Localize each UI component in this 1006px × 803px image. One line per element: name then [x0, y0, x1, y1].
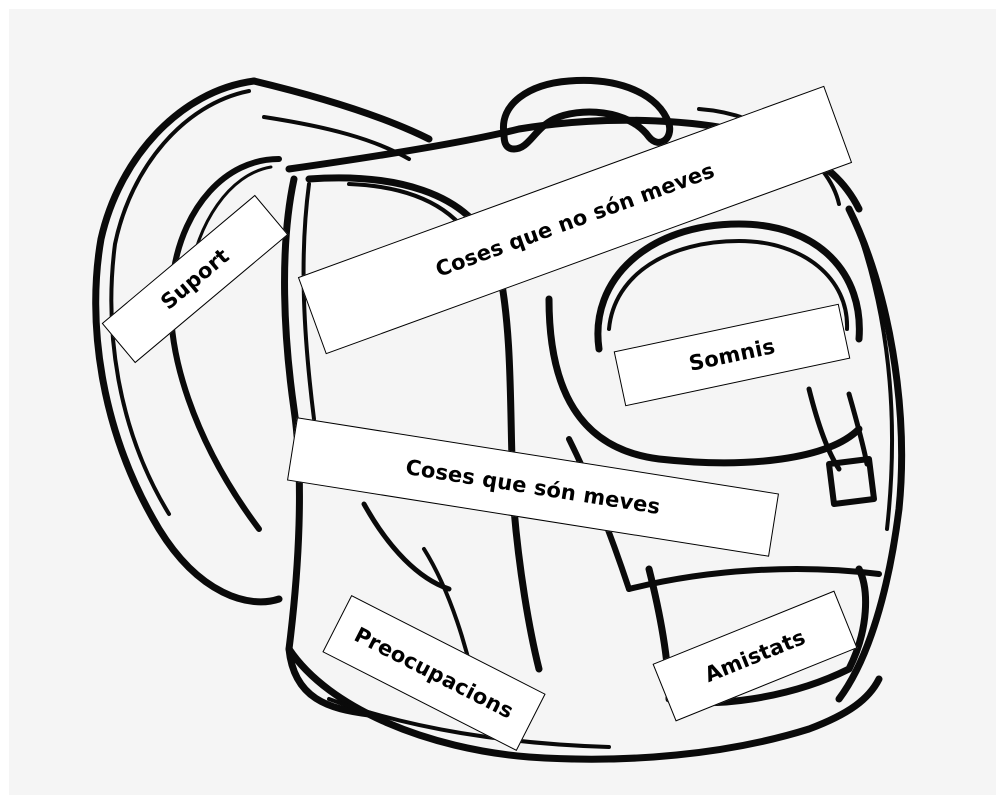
inner-seam	[361, 501, 452, 592]
clip	[826, 456, 877, 507]
front-pocket-dome	[594, 220, 863, 353]
bottom-pocket	[645, 565, 869, 707]
bottom-pocket-top	[626, 566, 882, 592]
front-pocket-body	[545, 295, 863, 467]
backpack-diagram: Suport Coses que no són meves Somnis Cos…	[9, 9, 996, 795]
bag-bottom-2	[327, 697, 611, 749]
left-strap-outer	[92, 77, 283, 606]
left-strap-outer-2	[109, 89, 251, 516]
bag-top-curve	[250, 77, 433, 143]
clip-strap-2	[846, 391, 870, 467]
front-left-edge	[281, 175, 373, 718]
clip-strap	[806, 386, 842, 472]
right-side-2	[859, 237, 895, 531]
front-pocket-dome-2	[607, 239, 850, 331]
handle	[499, 76, 674, 153]
front-left-edge-2	[301, 182, 316, 421]
backpack-drawing	[92, 76, 906, 763]
right-side	[835, 205, 906, 703]
front-panel-inner	[305, 174, 543, 673]
